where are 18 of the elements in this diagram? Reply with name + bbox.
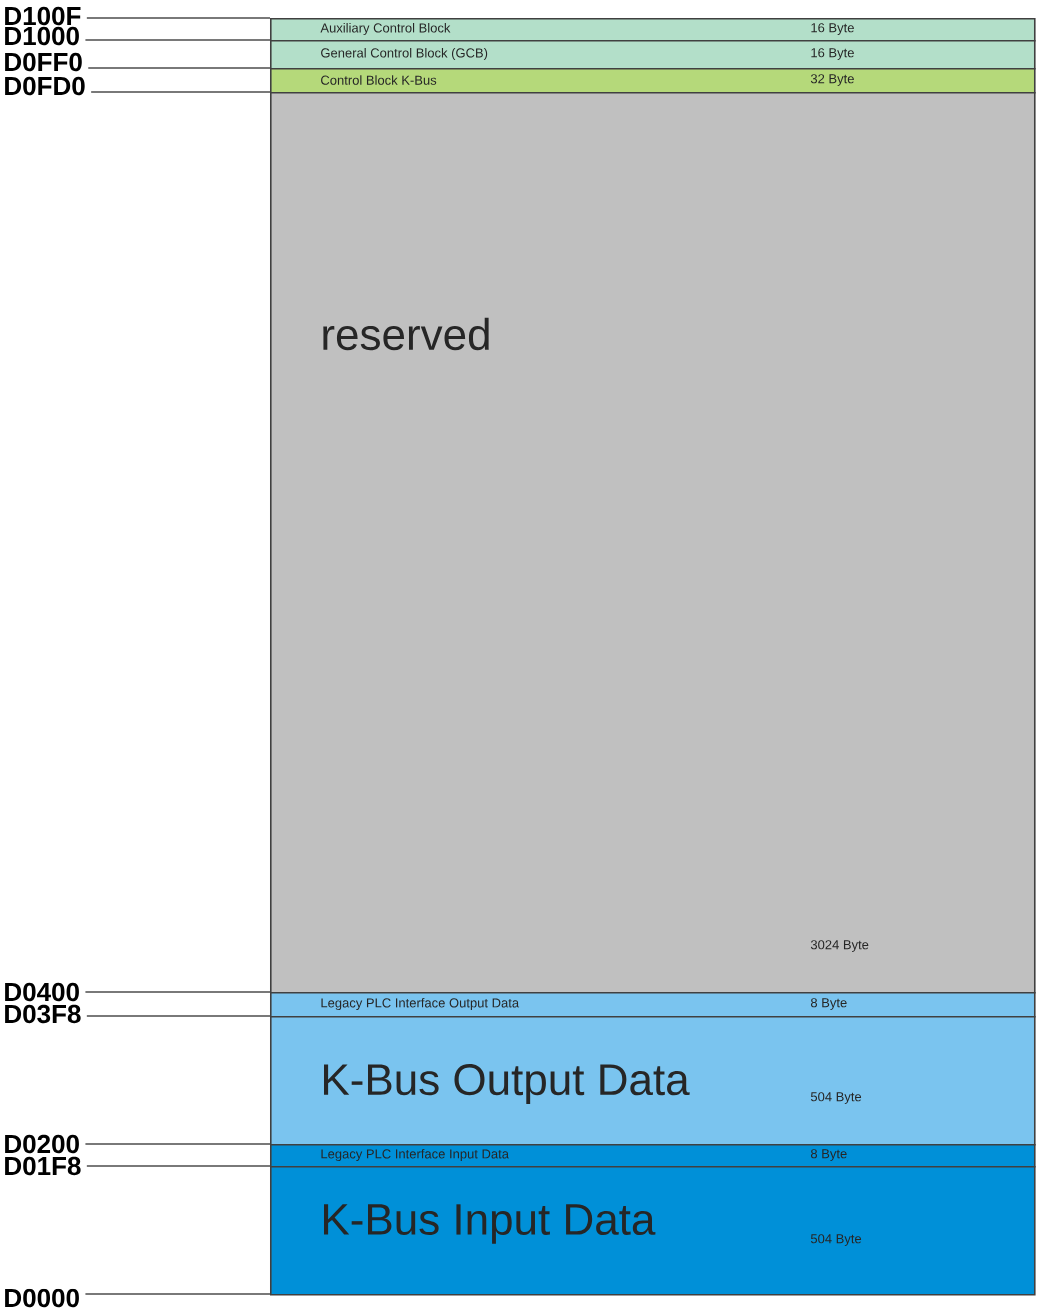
address-label: D0400	[5, 982, 79, 1002]
leader-line	[86, 1015, 271, 1017]
address-label: D1000	[5, 26, 79, 46]
address-label: D100F	[5, 6, 81, 26]
address-label: D03F8	[5, 1004, 81, 1024]
leader-line	[84, 991, 271, 993]
address-label: D01F8	[5, 1156, 81, 1176]
leader-line	[86, 1165, 271, 1167]
leader-line	[84, 39, 271, 41]
leader-line	[90, 91, 271, 93]
leader-line	[84, 1293, 271, 1295]
address-label: D0000	[5, 1288, 79, 1308]
address-label: D0200	[5, 1134, 79, 1154]
leader-line	[86, 17, 271, 19]
leader-line	[84, 1143, 271, 1145]
leader-line	[87, 67, 271, 69]
address-label: D0FD0	[5, 76, 85, 96]
address-label: D0FF0	[5, 52, 82, 72]
